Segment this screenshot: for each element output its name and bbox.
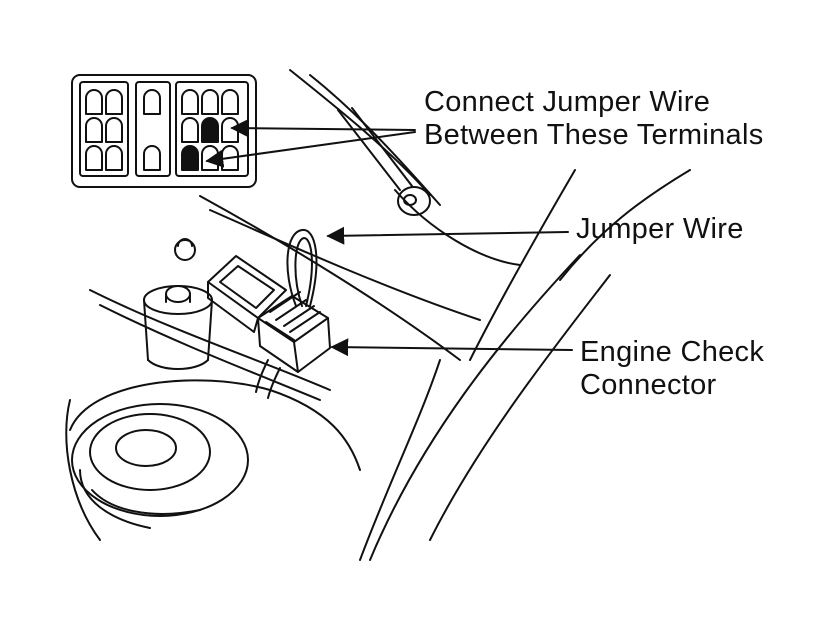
terminals-leader-lower	[205, 131, 416, 168]
terminals-callout: Connect Jumper Wire Between These Termin…	[424, 86, 764, 152]
round-housing	[69, 379, 361, 529]
terminal-highlight-2	[181, 145, 199, 171]
terminals-callout-line1: Connect Jumper Wire	[424, 86, 711, 118]
connector-callout-line2: Connector	[580, 369, 717, 401]
engine-check-connector-callout: Engine Check Connector	[580, 336, 764, 402]
callout-leaders	[205, 119, 573, 357]
terminal-highlight-1	[201, 117, 219, 143]
relay-box	[207, 255, 287, 333]
jumper-wire-leader	[326, 226, 569, 245]
jumper-wire	[286, 228, 318, 307]
reservoir-cap	[143, 285, 213, 370]
connector-callout-line1: Engine Check	[580, 336, 765, 368]
jumper-wire-callout-text: Jumper Wire	[576, 213, 744, 245]
terminals-callout-line2: Between These Terminals	[424, 119, 764, 151]
connector-leader	[330, 338, 573, 357]
hood-rod	[337, 107, 431, 216]
jumper-wire-callout: Jumper Wire	[576, 213, 744, 246]
fender-panel-lines	[65, 69, 691, 561]
terminals-leader-upper	[230, 119, 416, 138]
bolt	[174, 238, 196, 261]
terminal-layout-inset	[71, 74, 257, 188]
